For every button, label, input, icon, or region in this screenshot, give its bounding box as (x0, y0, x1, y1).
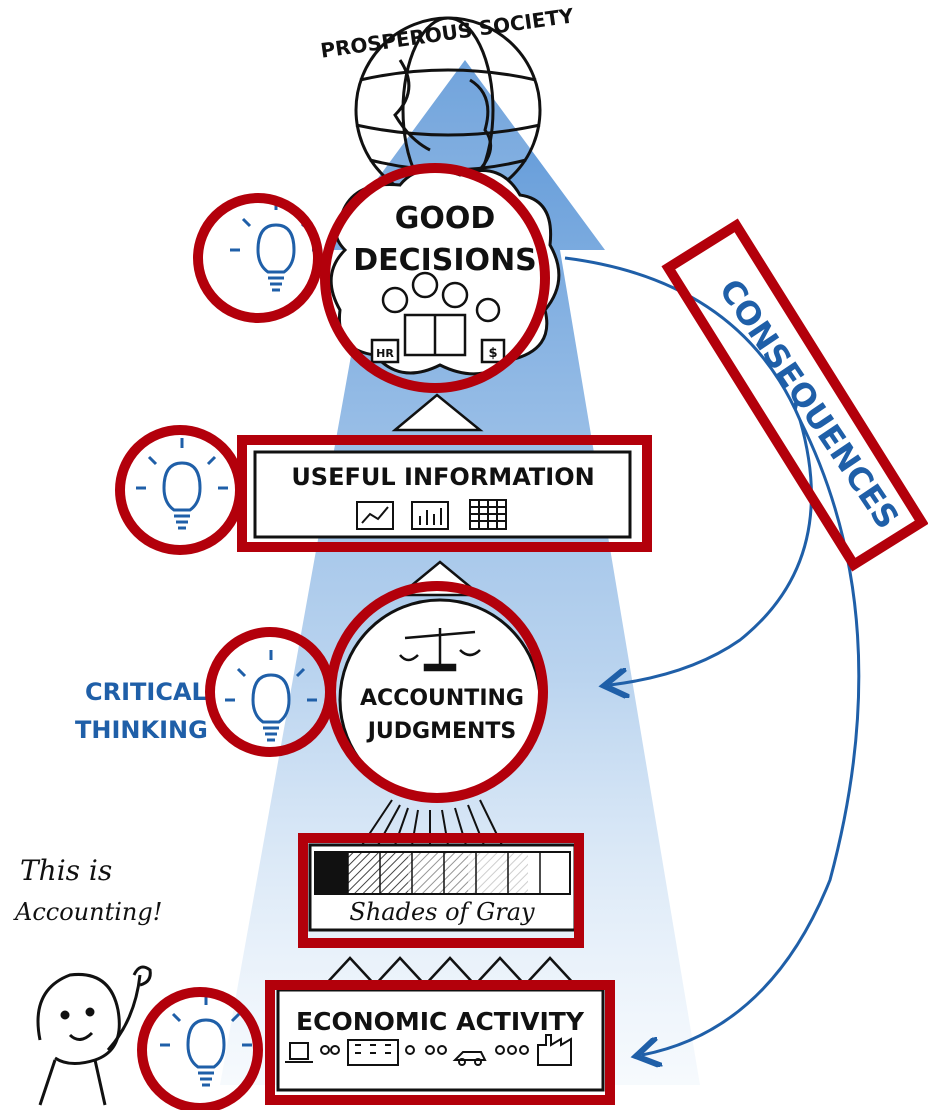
critical-thinking-line2: THINKING (75, 716, 208, 744)
accounting-judgments-line1: ACCOUNTING (360, 686, 524, 711)
lightbulb-icon-3 (225, 650, 317, 742)
speech-line1: This is (20, 854, 112, 887)
economic-activity-label: ECONOMIC ACTIVITY (296, 1007, 585, 1036)
shades-of-gray-box (308, 843, 577, 932)
shades-of-gray-label: Shades of Gray (349, 898, 535, 926)
scales-icon (399, 628, 481, 672)
report-icons (356, 499, 507, 530)
highlight-circle-lightbulb-2 (115, 425, 245, 555)
highlight-circle-good-decisions (320, 163, 550, 393)
people-reading-icon (370, 271, 506, 364)
useful-information-label: USEFUL INFORMATION (291, 463, 594, 491)
good-decisions-line2: DECISIONS (353, 243, 537, 278)
critical-thinking-line1: CRITICAL (85, 678, 207, 706)
highlight-rect-useful-information (237, 435, 652, 552)
speech-line2: Accounting! (13, 898, 162, 926)
good-decisions-line1: GOOD (395, 201, 496, 236)
big-upward-arrow (220, 60, 700, 1085)
highlight-circle-lightbulb-4 (137, 987, 263, 1110)
economic-activity-box (276, 988, 605, 1092)
lightbulb-icon-4 (160, 995, 252, 1087)
lightbulb-icon-2 (136, 438, 228, 530)
highlight-circle-accounting-judgments (326, 581, 548, 803)
highlight-rect-consequences (661, 218, 928, 572)
economic-activity-icons (285, 1034, 572, 1066)
highlight-overlays (115, 163, 928, 1110)
useful-information-box (253, 450, 632, 539)
lightbulb-icon-1 (230, 200, 322, 292)
sign-dollar: $ (488, 346, 497, 361)
small-up-arrow (391, 393, 484, 432)
accounting-judgments-line2: JUDGMENTS (366, 719, 517, 744)
highlight-rect-economic-activity (265, 980, 615, 1105)
sign-hr: HR (376, 347, 394, 360)
zigzag-arrows (324, 956, 576, 987)
student-figure-icon (36, 965, 152, 1106)
highlight-rect-shades-of-gray (298, 833, 584, 948)
highlight-circle-lightbulb-1 (193, 193, 323, 323)
